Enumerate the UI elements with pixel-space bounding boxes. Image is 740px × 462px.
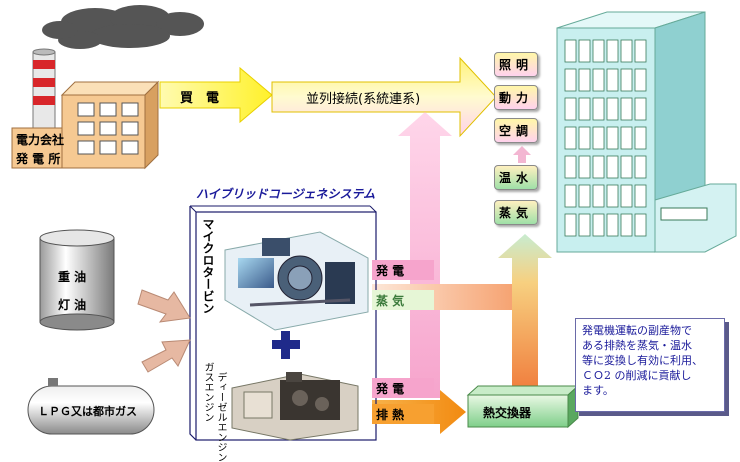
system-title: ハイブリッドコージェネシステム bbox=[196, 187, 376, 201]
building-window bbox=[592, 39, 605, 63]
oil-tank bbox=[39, 229, 115, 331]
hotwater-to-aircon-arrow bbox=[513, 146, 531, 163]
building-window bbox=[620, 184, 633, 208]
building-window bbox=[578, 39, 591, 63]
building-window bbox=[634, 39, 647, 63]
power-up-arrow bbox=[398, 112, 452, 398]
mt-power-label: 発 電 bbox=[372, 260, 434, 280]
building-window bbox=[578, 213, 591, 237]
building-window bbox=[578, 184, 591, 208]
fuel-arrow-lower bbox=[141, 339, 191, 373]
plus-icon bbox=[272, 331, 300, 359]
building-window bbox=[606, 184, 619, 208]
building-window bbox=[634, 97, 647, 121]
building-window bbox=[592, 184, 605, 208]
building-window bbox=[564, 97, 577, 121]
use-power: 動力 bbox=[494, 85, 538, 110]
building-window bbox=[620, 155, 633, 179]
gas-engine-label: ガスエンジン bbox=[202, 362, 213, 422]
engine-heat-label: 排 熱 bbox=[372, 404, 434, 424]
building-window bbox=[578, 97, 591, 121]
power-company-label-2: 発 電 所 bbox=[16, 152, 61, 166]
microturbine-label: マイクロタービン bbox=[201, 218, 215, 314]
grid-connection-arrow bbox=[271, 56, 497, 138]
building-window bbox=[620, 126, 633, 150]
building-window bbox=[606, 126, 619, 150]
building-window bbox=[620, 213, 633, 237]
heat-exchanger-label: 熱交換器 bbox=[483, 406, 532, 420]
power-company-building bbox=[11, 80, 160, 170]
purchase-label: 買 電 bbox=[180, 91, 220, 106]
building-window bbox=[578, 126, 591, 150]
cogeneration-frame bbox=[189, 205, 377, 441]
building-window bbox=[564, 213, 577, 237]
diagram-canvas bbox=[11, 5, 737, 441]
building-window bbox=[606, 97, 619, 121]
building-window bbox=[620, 68, 633, 92]
chimney bbox=[32, 48, 56, 131]
building-window bbox=[620, 39, 633, 63]
building-window bbox=[606, 155, 619, 179]
building-window bbox=[578, 155, 591, 179]
mt-steam-label: 蒸 気 bbox=[372, 290, 434, 310]
heavy-oil-label: 重 油 bbox=[58, 270, 87, 284]
steam-up-arrow bbox=[498, 234, 552, 395]
lpg-tank bbox=[27, 378, 155, 435]
building-window bbox=[634, 68, 647, 92]
building-window bbox=[634, 213, 647, 237]
building-window bbox=[578, 68, 591, 92]
kerosene-label: 灯 油 bbox=[58, 298, 87, 312]
building-window bbox=[634, 155, 647, 179]
building-window bbox=[564, 126, 577, 150]
engine-power-label: 発 電 bbox=[372, 378, 434, 398]
smoke-cloud bbox=[42, 5, 204, 49]
building-window bbox=[620, 97, 633, 121]
microturbine-illustration bbox=[224, 231, 369, 331]
building-window bbox=[592, 68, 605, 92]
building-window bbox=[634, 126, 647, 150]
building-window bbox=[606, 68, 619, 92]
use-steam: 蒸気 bbox=[494, 200, 538, 225]
grid-connection-label: 並列接続(系統連系) bbox=[306, 92, 421, 107]
office-building bbox=[556, 11, 737, 253]
building-window bbox=[564, 68, 577, 92]
explanation-note: 発電機運転の副産物で ある排熱を蒸気・温水 等に変換し有効に利用、 ＣＯ2 の削… bbox=[575, 318, 725, 412]
engine-illustration bbox=[231, 372, 359, 441]
fuel-arrow-upper bbox=[137, 289, 191, 323]
use-lighting: 照明 bbox=[494, 52, 538, 77]
lpg-label: ＬＰＧ又は都市ガス bbox=[38, 405, 137, 418]
diesel-engine-label: ディーゼルエンジン bbox=[215, 372, 226, 462]
purchase-arrow bbox=[159, 66, 273, 124]
building-window bbox=[564, 184, 577, 208]
use-aircon: 空調 bbox=[494, 118, 538, 143]
building-window bbox=[634, 184, 647, 208]
power-company-label-1: 電力会社 bbox=[16, 133, 65, 147]
building-window bbox=[564, 155, 577, 179]
use-hot-water: 温水 bbox=[494, 165, 538, 190]
building-window bbox=[592, 155, 605, 179]
building-window bbox=[592, 213, 605, 237]
building-window bbox=[606, 39, 619, 63]
building-window bbox=[564, 39, 577, 63]
building-window bbox=[592, 97, 605, 121]
building-window bbox=[606, 213, 619, 237]
building-window bbox=[592, 126, 605, 150]
